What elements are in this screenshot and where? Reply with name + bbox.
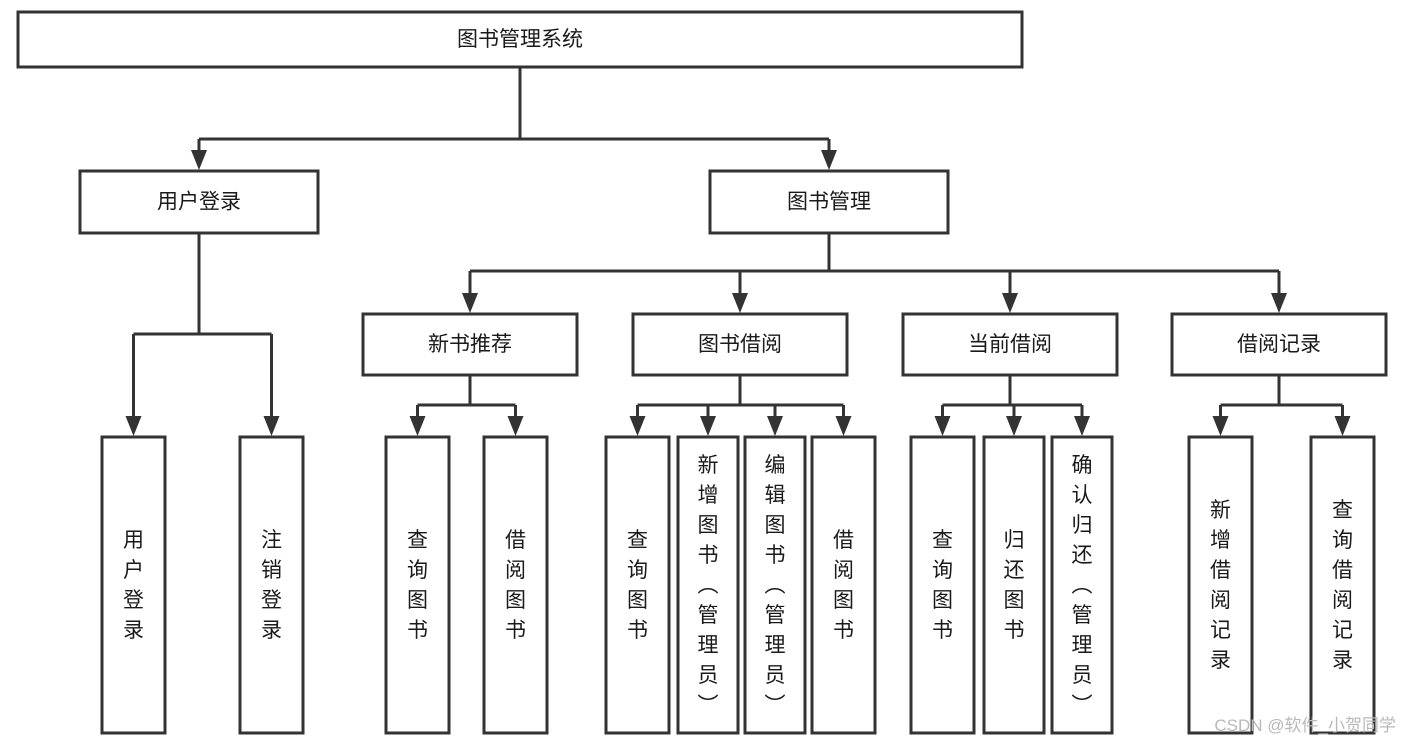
node-label: 借阅图书 bbox=[833, 529, 854, 642]
node-label: 新增图书︵管理员︶ bbox=[698, 454, 719, 717]
node-label: 查询图书 bbox=[407, 529, 428, 642]
node-label: 借阅记录 bbox=[1237, 333, 1321, 356]
arrow-head-icon bbox=[125, 416, 142, 436]
node-current-borrow[interactable]: 当前借阅 bbox=[901, 312, 1119, 377]
arrow-head-icon bbox=[629, 416, 646, 436]
node-box bbox=[901, 312, 1119, 377]
node-leaf-query-book-borrow[interactable]: 查询图书 bbox=[604, 435, 671, 735]
node-box bbox=[1187, 435, 1254, 735]
node-label: 用户登录 bbox=[123, 529, 144, 642]
node-borrow-record[interactable]: 借阅记录 bbox=[1170, 312, 1388, 377]
node-box bbox=[16, 10, 1024, 69]
arrow-head-icon bbox=[1006, 416, 1022, 436]
node-box bbox=[1050, 435, 1114, 735]
node-label: 借阅图书 bbox=[505, 529, 526, 642]
node-label: 图书管理 bbox=[787, 191, 871, 214]
arrow-head-icon bbox=[835, 416, 852, 436]
node-box bbox=[78, 169, 320, 235]
arrow-head-icon bbox=[191, 150, 207, 170]
arrow-head-icon bbox=[263, 416, 280, 436]
node-box bbox=[1309, 435, 1376, 735]
node-leaf-query-book-current[interactable]: 查询图书 bbox=[909, 435, 976, 735]
node-leaf-add-borrow-record[interactable]: 新增借阅记录 bbox=[1187, 435, 1254, 735]
node-box bbox=[631, 312, 849, 377]
arrow-head-icon bbox=[821, 150, 837, 170]
arrow-head-icon bbox=[700, 416, 716, 436]
arrow-head-icon bbox=[767, 416, 783, 436]
node-box bbox=[1170, 312, 1388, 377]
node-label: 当前借阅 bbox=[968, 333, 1052, 356]
node-label: 图书管理系统 bbox=[457, 28, 583, 51]
arrow-head-icon bbox=[1271, 293, 1287, 313]
node-root[interactable]: 图书管理系统 bbox=[16, 10, 1024, 69]
node-box bbox=[604, 435, 671, 735]
node-label: 查询借阅记录 bbox=[1332, 499, 1353, 672]
node-box bbox=[810, 435, 877, 735]
node-leaf-query-book-rec[interactable]: 查询图书 bbox=[384, 435, 451, 735]
arrow-head-icon bbox=[1334, 416, 1351, 436]
node-leaf-borrow-book-rec[interactable]: 借阅图书 bbox=[482, 435, 549, 735]
node-box bbox=[361, 312, 579, 377]
node-box bbox=[909, 435, 976, 735]
node-label: 新书推荐 bbox=[428, 333, 512, 356]
node-new-book-recommend[interactable]: 新书推荐 bbox=[361, 312, 579, 377]
node-leaf-edit-book[interactable]: 编辑图书︵管理员︶ bbox=[743, 435, 807, 735]
node-leaf-confirm-return[interactable]: 确认归还︵管理员︶ bbox=[1050, 435, 1114, 735]
node-leaf-query-borrow-record[interactable]: 查询借阅记录 bbox=[1309, 435, 1376, 735]
node-box bbox=[676, 435, 740, 735]
node-box bbox=[100, 435, 167, 735]
connector-layer bbox=[125, 67, 1351, 436]
node-leaf-user-login[interactable]: 用户登录 bbox=[100, 435, 167, 735]
node-leaf-logout-login[interactable]: 注销登录 bbox=[238, 435, 305, 735]
node-label: 查询图书 bbox=[627, 529, 648, 642]
arrow-head-icon bbox=[732, 293, 748, 313]
node-book-borrow[interactable]: 图书借阅 bbox=[631, 312, 849, 377]
node-label: 查询图书 bbox=[932, 529, 953, 642]
node-label: 归还图书 bbox=[1004, 529, 1025, 642]
arrow-head-icon bbox=[1212, 416, 1229, 436]
node-leaf-add-book[interactable]: 新增图书︵管理员︶ bbox=[676, 435, 740, 735]
node-label: 编辑图书︵管理员︶ bbox=[765, 454, 786, 717]
node-label: 用户登录 bbox=[157, 191, 241, 214]
node-user-login[interactable]: 用户登录 bbox=[78, 169, 320, 235]
node-label: 图书借阅 bbox=[698, 333, 782, 356]
node-book-manage[interactable]: 图书管理 bbox=[708, 169, 950, 235]
node-box bbox=[384, 435, 451, 735]
node-box bbox=[743, 435, 807, 735]
csdn-watermark: CSDN @软件_小贺同学 bbox=[1214, 716, 1396, 735]
arrow-head-icon bbox=[507, 416, 524, 436]
arrow-head-icon bbox=[1074, 416, 1090, 436]
node-box bbox=[238, 435, 305, 735]
node-label: 确认归还︵管理员︶ bbox=[1072, 454, 1093, 717]
node-leaf-borrow-book[interactable]: 借阅图书 bbox=[810, 435, 877, 735]
node-label: 新增借阅记录 bbox=[1210, 499, 1231, 672]
node-layer: 图书管理系统用户登录图书管理新书推荐图书借阅当前借阅借阅记录用户登录注销登录查询… bbox=[16, 10, 1388, 735]
node-box bbox=[982, 435, 1046, 735]
arrow-head-icon bbox=[409, 416, 426, 436]
node-leaf-return-book[interactable]: 归还图书 bbox=[982, 435, 1046, 735]
arrow-head-icon bbox=[934, 416, 951, 436]
arrow-head-icon bbox=[462, 293, 478, 313]
node-label: 注销登录 bbox=[261, 529, 282, 642]
node-box bbox=[708, 169, 950, 235]
node-box bbox=[482, 435, 549, 735]
arrow-head-icon bbox=[1002, 293, 1018, 313]
